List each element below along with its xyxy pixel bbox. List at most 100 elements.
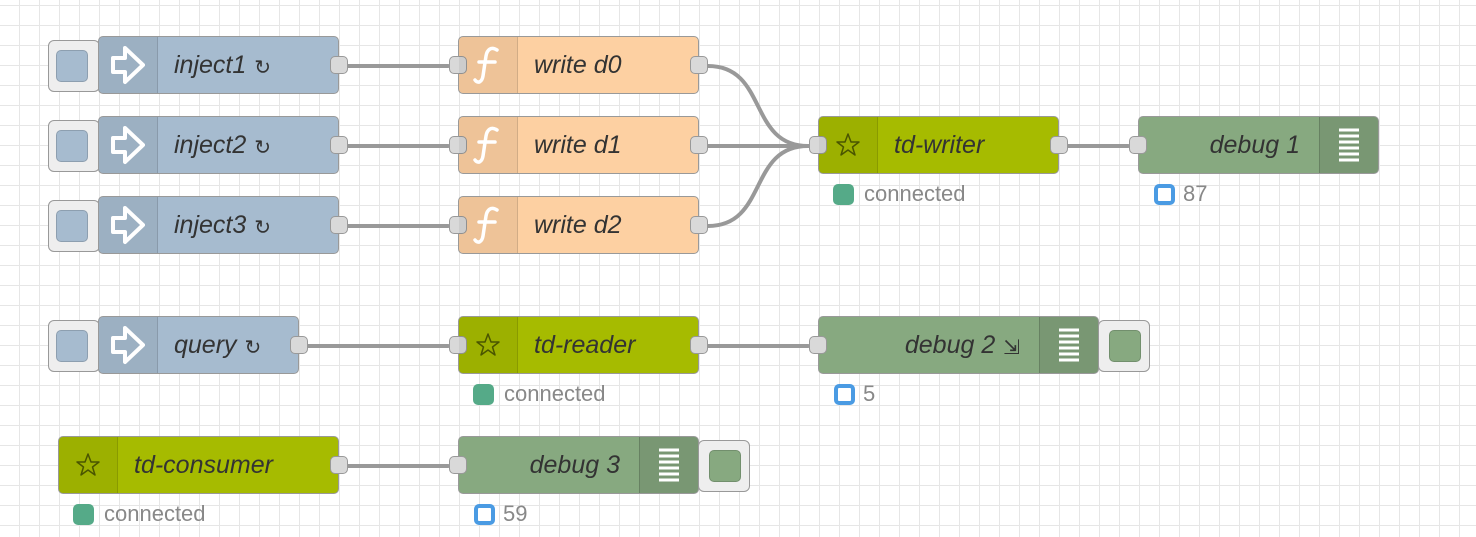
query-trigger-button[interactable]: [48, 320, 100, 372]
td-consumer-node[interactable]: td-consumer: [58, 436, 348, 494]
td-writer-node[interactable]: td-writer: [809, 116, 1068, 174]
write-d1-input-port[interactable]: [449, 136, 467, 154]
inject3-output-port[interactable]: [330, 216, 348, 234]
debug-2-status-text: 5: [863, 381, 876, 406]
debug-2-node[interactable]: debug 2 ⇲: [809, 316, 1099, 374]
debug-1-label: debug 1: [1209, 130, 1300, 159]
debug-2-label-text: debug 2: [904, 330, 996, 359]
write-d2-label: write d2: [534, 210, 622, 239]
inject1-label: inject1 ↻: [174, 37, 271, 93]
td-writer-status: connected: [833, 181, 966, 207]
inject-button-face: [56, 50, 88, 82]
wire-write-d2-td-writer[interactable]: [706, 144, 810, 228]
inject2-node[interactable]: inject2 ↻: [98, 116, 348, 174]
td-writer-output-port[interactable]: [1050, 136, 1068, 154]
debug-list-icon: [1039, 317, 1098, 373]
debug-1-input-port[interactable]: [1129, 136, 1147, 154]
td-consumer-status: connected: [73, 501, 206, 527]
status-ring-icon: [834, 383, 855, 405]
status-ring-icon: [474, 503, 495, 525]
write-d0-output-port[interactable]: [690, 56, 708, 74]
query-node[interactable]: query ↻: [98, 316, 308, 374]
debug-toggle-face: [709, 450, 741, 482]
debug-3-status-text: 59: [503, 501, 528, 526]
debug-3-label: debug 3: [529, 450, 620, 479]
debug-2-label: debug 2 ⇲: [905, 317, 1020, 373]
td-reader-status: connected: [473, 381, 606, 407]
repeat-icon: ↻: [244, 336, 262, 359]
write-d1-node[interactable]: write d1: [449, 116, 708, 174]
td-writer-label: td-writer: [894, 130, 985, 159]
inject1-output-port[interactable]: [330, 56, 348, 74]
debug-3-toggle-button[interactable]: [698, 440, 750, 492]
inject2-trigger-button[interactable]: [48, 120, 100, 172]
write-d0-label: write d0: [534, 50, 622, 79]
td-reader-label: td-reader: [534, 330, 636, 359]
arrow-in-icon: [99, 317, 158, 373]
inject1-label-text: inject1: [174, 50, 247, 79]
td-writer-status-text: connected: [864, 181, 966, 206]
inject2-label: inject2 ↻: [174, 117, 271, 173]
debug-1-status: 87: [1154, 181, 1207, 207]
write-d2-output-port[interactable]: [690, 216, 708, 234]
inject3-label: inject3 ↻: [174, 197, 271, 253]
query-label: query ↻: [174, 317, 261, 373]
debug-3-input-port[interactable]: [449, 456, 467, 474]
td-reader-node[interactable]: td-reader: [449, 316, 708, 374]
star-icon: [59, 437, 118, 493]
debug-list-icon: [1319, 117, 1378, 173]
function-icon: [459, 117, 518, 173]
debug-3-status: 59: [474, 501, 527, 527]
query-output-port[interactable]: [290, 336, 308, 354]
inject-button-face: [56, 130, 88, 162]
write-d0-input-port[interactable]: [449, 56, 467, 74]
td-consumer-label: td-consumer: [134, 450, 273, 479]
write-d2-input-port[interactable]: [449, 216, 467, 234]
arrow-in-icon: [99, 37, 158, 93]
debug-2-input-port[interactable]: [809, 336, 827, 354]
inject3-label-text: inject3: [174, 210, 247, 239]
write-d2-node[interactable]: write d2: [449, 196, 708, 254]
debug-toggle-face: [1109, 330, 1141, 362]
function-icon: [459, 197, 518, 253]
status-ring-icon: [1154, 183, 1175, 205]
write-d1-label: write d1: [534, 130, 622, 159]
inject2-label-text: inject2: [174, 130, 247, 159]
debug-2-toggle-button[interactable]: [1098, 320, 1150, 372]
inject-button-face: [56, 210, 88, 242]
debug-1-node[interactable]: debug 1: [1129, 116, 1379, 174]
write-d0-node[interactable]: write d0: [449, 36, 708, 94]
debug-1-status-text: 87: [1183, 181, 1208, 206]
inject2-output-port[interactable]: [330, 136, 348, 154]
debug-list-icon: [639, 437, 698, 493]
arrow-in-icon: [99, 197, 158, 253]
status-dot-icon: [833, 183, 854, 205]
repeat-icon: ↻: [254, 56, 272, 79]
function-icon: [459, 37, 518, 93]
inject1-node[interactable]: inject1 ↻: [98, 36, 348, 94]
td-writer-input-port[interactable]: [809, 136, 827, 154]
arrow-in-icon: [99, 117, 158, 173]
status-dot-icon: [73, 503, 94, 525]
debug-2-status: 5: [834, 381, 875, 407]
inject-button-face: [56, 330, 88, 362]
td-consumer-output-port[interactable]: [330, 456, 348, 474]
repeat-icon: ↻: [254, 216, 272, 239]
td-reader-status-text: connected: [504, 381, 606, 406]
write-d1-output-port[interactable]: [690, 136, 708, 154]
inject3-node[interactable]: inject3 ↻: [98, 196, 348, 254]
td-reader-input-port[interactable]: [449, 336, 467, 354]
td-reader-output-port[interactable]: [690, 336, 708, 354]
wire-write-d0-td-writer[interactable]: [706, 64, 810, 148]
query-label-text: query: [174, 330, 237, 359]
inject3-trigger-button[interactable]: [48, 200, 100, 252]
debug-3-node[interactable]: debug 3: [449, 436, 699, 494]
star-icon: [819, 117, 878, 173]
repeat-icon: ↻: [254, 136, 272, 159]
inject1-trigger-button[interactable]: [48, 40, 100, 92]
status-dot-icon: [473, 383, 494, 405]
expand-arrow-icon: ⇲: [1003, 336, 1020, 359]
td-consumer-status-text: connected: [104, 501, 206, 526]
